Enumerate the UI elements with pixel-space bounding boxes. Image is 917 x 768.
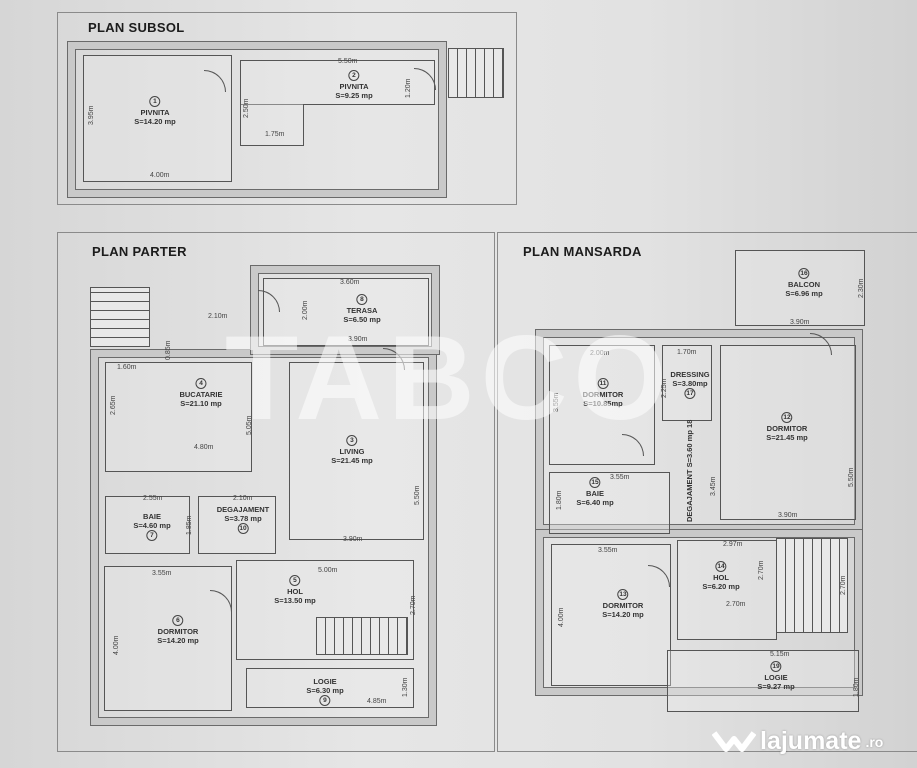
dimension: 3.55m (610, 474, 630, 481)
dimension: 2.70m (758, 560, 765, 580)
room-baie (105, 496, 190, 554)
dimension: 2.55m (143, 495, 163, 502)
dimension: 1.80m (556, 490, 563, 510)
dimension: 5.50m (848, 467, 855, 487)
room-dressing (662, 345, 712, 421)
dimension: 4.00m (558, 607, 565, 627)
plan-mansarda-panel (497, 232, 917, 752)
dimension: 1.75m (265, 131, 285, 138)
room-pivnita-2 (240, 60, 435, 105)
mansarda-outer-wall (535, 329, 863, 533)
mansarda-lower-wall (535, 529, 863, 696)
dimension: 3.90m (343, 536, 363, 543)
dimension: 2.10m (208, 313, 228, 320)
dimension: 3.90m (778, 512, 798, 519)
room-terasa (263, 278, 429, 346)
dimension: 3.55m (598, 547, 618, 554)
subsol-stairs (448, 48, 504, 98)
dimension: 2.00m (590, 350, 610, 357)
logo-tld: .ro (865, 733, 884, 750)
room-degajament (198, 496, 276, 554)
parter-exterior-stairs (90, 287, 150, 347)
plan-subsol-panel (57, 12, 517, 205)
tabco-watermark: TABCO (225, 311, 673, 445)
dimension: 3.90m (348, 336, 368, 343)
plan-parter-panel (57, 232, 495, 752)
dimension: 4.00m (113, 635, 120, 655)
dimension: 2.97m (723, 541, 743, 548)
dimension: 2.70m (840, 575, 847, 595)
dimension: 1.70m (677, 349, 697, 356)
mansarda-stairs (776, 538, 848, 633)
room-balcon (735, 250, 865, 326)
dimension: 4.00m (150, 172, 170, 179)
dimension: 1.20m (405, 78, 412, 98)
dimension: 2.30m (858, 278, 865, 298)
dimension: 0.85m (165, 340, 172, 360)
room-label: DEGAJAMENT S=3.60 mp 18 (685, 419, 694, 522)
dimension: 2.10m (233, 495, 253, 502)
dimension: 1.80m (853, 677, 860, 697)
dimension: 2.70m (410, 595, 417, 615)
room-logie-19 (667, 650, 859, 712)
parter-interior-stairs (316, 617, 408, 655)
dimension: 2.50m (243, 98, 250, 118)
dimension: 5.15m (770, 651, 790, 658)
dimension: 3.90m (790, 319, 810, 326)
dimension: 3.55m (152, 570, 172, 577)
room-bucatarie (105, 362, 252, 472)
dimension: 2.70m (726, 601, 746, 608)
dimension: 3.95m (88, 105, 95, 125)
plan-subsol-title: PLAN SUBSOL (88, 20, 185, 35)
dimension: 4.80m (194, 444, 214, 451)
dimension: 1.60m (117, 364, 137, 371)
logo-name: lajumate (760, 727, 862, 755)
plan-mansarda-title: PLAN MANSARDA (523, 244, 642, 259)
plan-parter-title: PLAN PARTER (92, 244, 187, 259)
dimension: 5.50m (414, 485, 421, 505)
dimension: 3.45m (710, 476, 717, 496)
room-living (289, 362, 424, 540)
dimension: 2.65m (110, 395, 117, 415)
room-hol-14 (677, 540, 777, 640)
dimension: 1.85m (186, 515, 193, 535)
room-dormitor-11 (549, 345, 655, 465)
dimension: 4.85m (367, 698, 387, 705)
room-baie-15 (549, 472, 670, 534)
room-pivnita-2-annex (240, 104, 304, 146)
dimension: 5.50m (338, 58, 358, 65)
dimension: 3.60m (340, 279, 360, 286)
lajumate-logo: lajumate.ro (712, 727, 883, 756)
parter-terasa-wall (250, 265, 440, 355)
dimension: 1.30m (402, 677, 409, 697)
subsol-outer-wall (67, 41, 447, 198)
room-dormitor-12 (720, 345, 856, 520)
lajumate-logo-icon (712, 730, 756, 752)
dimension: 5.00m (318, 567, 338, 574)
